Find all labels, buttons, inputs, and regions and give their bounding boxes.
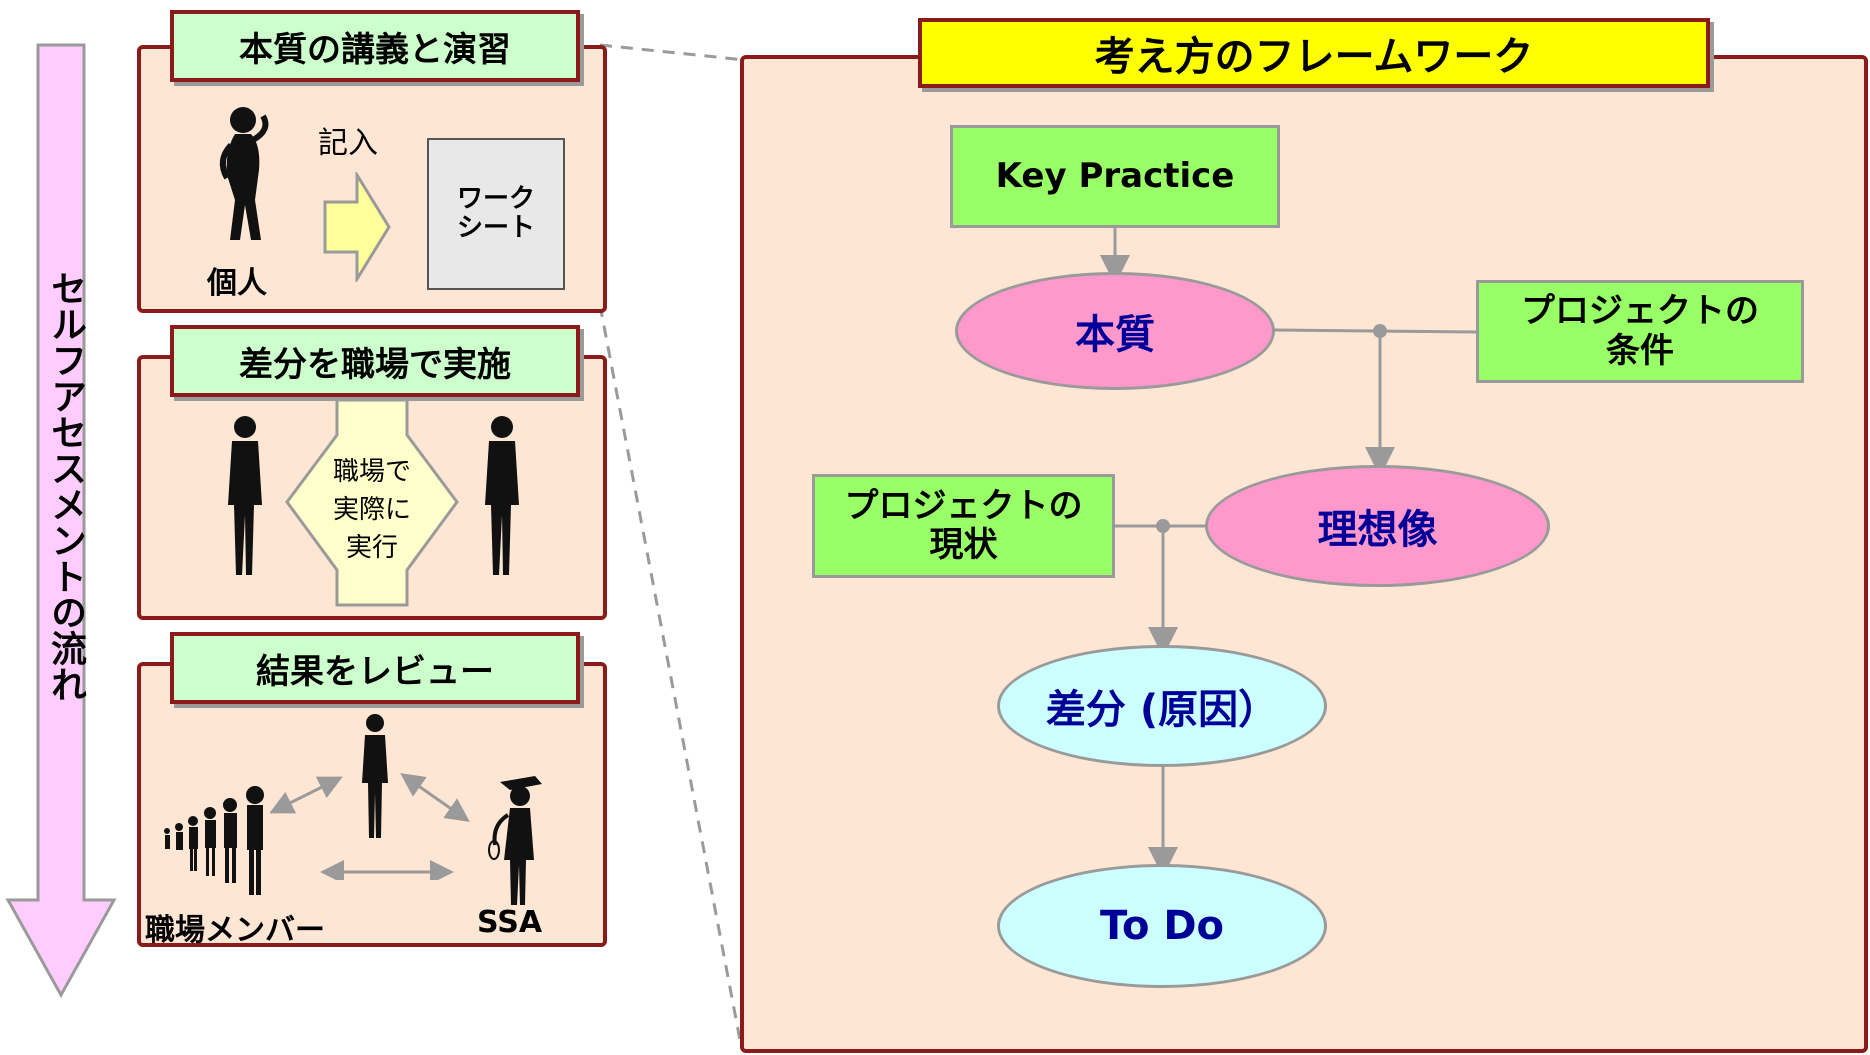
flow-label: セルフアセスメントの流れ <box>45 270 86 702</box>
project-conditions-box: プロジェクトの 条件 <box>1476 280 1804 383</box>
step3-title: 結果をレビュー <box>170 632 580 704</box>
ssa-label: SSA <box>477 905 543 940</box>
flow-arrow <box>5 43 117 999</box>
person-right-icon <box>485 416 519 575</box>
person-label: 個人 <box>207 266 267 301</box>
framework-title: 考え方のフレームワーク <box>918 18 1710 88</box>
key-practice-box: Key Practice <box>950 125 1280 228</box>
execute-text: 職場で 実際に 実行 <box>332 457 411 563</box>
essence-ellipse: 本質 <box>955 272 1275 390</box>
ssa-person-icon <box>488 776 542 905</box>
double-arrow-shape <box>285 398 459 607</box>
step1-title: 本質の講義と演習 <box>170 10 580 82</box>
person-thinking-icon <box>219 107 269 240</box>
members-label: 職場メンバー <box>145 913 325 948</box>
todo-ellipse: To Do <box>997 864 1327 988</box>
review-arrows <box>270 773 470 880</box>
ideal-ellipse: 理想像 <box>1205 465 1550 587</box>
person-left-icon <box>228 416 262 575</box>
action-label: 記入 <box>318 126 378 161</box>
worksheet-document: ワーク シート <box>427 138 565 290</box>
center-person-icon <box>362 714 388 838</box>
gap-ellipse: 差分 (原因） <box>997 645 1327 767</box>
step2-title: 差分を職場で実施 <box>170 325 580 397</box>
right-arrow-icon <box>323 172 391 282</box>
members-group-icon <box>164 786 264 895</box>
project-status-box: プロジェクトの 現状 <box>812 474 1115 578</box>
